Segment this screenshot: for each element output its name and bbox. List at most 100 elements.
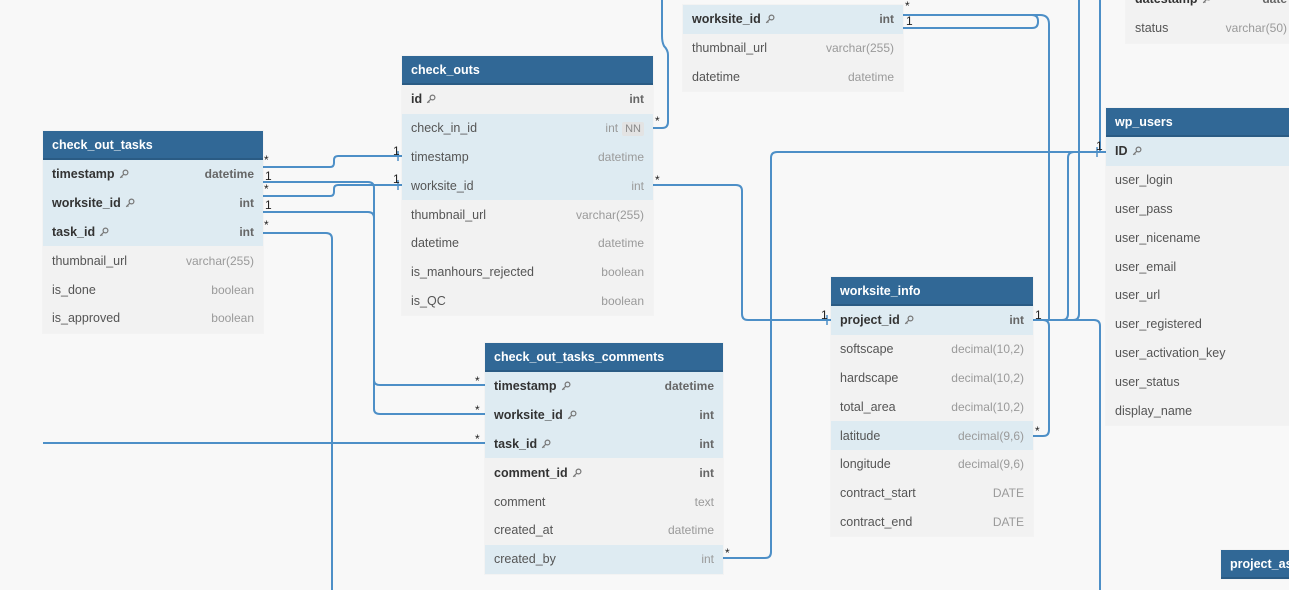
field-row[interactable]: is_manhours_rejected boolean xyxy=(402,258,653,287)
relationship-line[interactable] xyxy=(903,14,1050,320)
not-null-badge: NN xyxy=(622,121,644,136)
field-name-wrap: comment_id xyxy=(494,466,582,480)
cardinality-one: 1 xyxy=(265,169,272,183)
field-row[interactable]: timestamp datetime xyxy=(485,372,723,401)
field-name: thumbnail_url xyxy=(692,41,768,56)
relationship-line[interactable] xyxy=(723,151,1106,559)
field-row[interactable]: total_area decimal(10,2) xyxy=(831,392,1033,421)
field-type: datetime xyxy=(597,236,644,251)
field-row[interactable]: softscape decimal(10,2) xyxy=(831,335,1033,364)
table-check-out-tasks[interactable]: check_out_tasks timestamp datetime works… xyxy=(43,131,263,333)
key-icon xyxy=(1132,146,1142,156)
field-row[interactable]: user_pass xyxy=(1106,195,1289,224)
field-row[interactable]: contract_start DATE xyxy=(831,479,1033,508)
table-partial-top-right[interactable]: datestamp date status varchar(50) xyxy=(1126,0,1289,43)
field-type: int xyxy=(239,224,254,239)
field-row[interactable]: contract_end DATE xyxy=(831,508,1033,537)
field-name: comment xyxy=(494,494,546,509)
field-row[interactable]: user_url xyxy=(1106,281,1289,310)
field-row[interactable]: thumbnail_url varchar(255) xyxy=(402,200,653,229)
field-type: int xyxy=(631,178,644,193)
field-type: int xyxy=(699,465,714,480)
relationship-line[interactable] xyxy=(903,14,1039,29)
field-row[interactable]: user_registered xyxy=(1106,310,1289,339)
table-header[interactable]: check_out_tasks xyxy=(43,131,263,160)
relationship-line[interactable] xyxy=(1033,319,1050,437)
table-header[interactable]: worksite_info xyxy=(831,277,1033,306)
relationship-line[interactable] xyxy=(653,184,831,321)
field-row[interactable]: timestamp datetime xyxy=(43,160,263,189)
relationship-line[interactable] xyxy=(653,0,669,129)
table-header[interactable]: wp_users xyxy=(1106,108,1289,137)
field-name: thumbnail_url xyxy=(411,207,487,222)
field-row[interactable]: is_done boolean xyxy=(43,275,263,304)
table-wp-users[interactable]: wp_users ID user_login user_pass user_ni… xyxy=(1106,108,1289,425)
field-row[interactable]: timestamp datetime xyxy=(402,142,653,172)
table-header[interactable]: check_out_tasks_comments xyxy=(485,343,723,372)
cardinality-many: * xyxy=(655,173,660,187)
field-type: varchar(255) xyxy=(825,41,894,56)
field-row[interactable]: created_at datetime xyxy=(485,516,723,545)
field-row[interactable]: task_id int xyxy=(485,429,723,459)
field-row[interactable]: user_status xyxy=(1106,367,1289,396)
relationship-line[interactable] xyxy=(1033,151,1106,321)
field-row[interactable]: worksite_id int xyxy=(43,188,263,218)
field-row[interactable]: ID xyxy=(1106,137,1289,166)
field-name: project_id xyxy=(840,313,900,328)
field-row[interactable]: task_id int xyxy=(43,217,263,247)
key-icon xyxy=(904,315,914,325)
relationship-line[interactable] xyxy=(263,155,402,168)
field-name: softscape xyxy=(840,342,894,357)
relationship-line[interactable] xyxy=(1033,319,1101,590)
field-row[interactable]: display_name xyxy=(1106,396,1289,425)
field-row[interactable]: latitude decimal(9,6) xyxy=(831,421,1033,450)
field-name: check_in_id xyxy=(411,121,478,136)
field-row[interactable]: id int xyxy=(402,85,653,114)
relationship-line[interactable] xyxy=(263,211,485,415)
field-type: datetime xyxy=(664,379,714,394)
table-worksite-info[interactable]: worksite_info project_id int softscape d… xyxy=(831,277,1033,537)
field-row[interactable]: comment_id int xyxy=(485,458,723,487)
field-row[interactable]: is_QC boolean xyxy=(402,287,653,316)
field-type: boolean xyxy=(211,282,254,297)
table-partial-bottom-right[interactable]: project_as xyxy=(1221,550,1289,579)
field-name: status xyxy=(1135,21,1169,36)
field-name-wrap: ID xyxy=(1115,144,1142,158)
key-icon xyxy=(541,439,551,449)
field-row[interactable]: user_login xyxy=(1106,166,1289,195)
cardinality-many: * xyxy=(905,0,910,13)
field-row[interactable]: thumbnail_url varchar(255) xyxy=(43,246,263,275)
table-header[interactable]: check_outs xyxy=(402,56,653,85)
field-row[interactable]: user_activation_key xyxy=(1106,339,1289,368)
field-row[interactable]: worksite_id int xyxy=(402,171,653,201)
field-row[interactable]: comment text xyxy=(485,487,723,516)
field-row[interactable]: thumbnail_url varchar(255) xyxy=(683,34,903,63)
field-type: decimal(10,2) xyxy=(951,399,1024,414)
field-type: decimal(10,2) xyxy=(951,342,1024,357)
field-row[interactable]: datestamp date xyxy=(1126,0,1289,14)
field-row[interactable]: is_approved boolean xyxy=(43,304,263,333)
table-header[interactable]: project_as xyxy=(1221,550,1289,579)
field-row[interactable]: worksite_id int xyxy=(485,400,723,430)
relationship-line[interactable] xyxy=(1033,0,1080,321)
field-row[interactable]: datetime datetime xyxy=(683,63,903,92)
relationship-line[interactable] xyxy=(263,184,402,197)
field-row[interactable]: datetime datetime xyxy=(402,229,653,258)
field-row[interactable]: project_id int xyxy=(831,306,1033,335)
field-row[interactable]: worksite_id int xyxy=(683,5,903,34)
relationship-line[interactable] xyxy=(263,232,333,590)
field-row[interactable]: status varchar(50) xyxy=(1126,14,1289,43)
field-type: varchar(50) xyxy=(1225,21,1287,36)
field-row[interactable]: created_by int xyxy=(485,544,723,574)
field-row[interactable]: longitude decimal(9,6) xyxy=(831,450,1033,479)
field-name-wrap: task_id xyxy=(52,225,109,239)
table-check-out-tasks-comments[interactable]: check_out_tasks_comments timestamp datet… xyxy=(485,343,723,574)
field-row[interactable]: user_nicename xyxy=(1106,223,1289,252)
key-icon xyxy=(561,381,571,391)
field-row[interactable]: hardscape decimal(10,2) xyxy=(831,364,1033,393)
table-partial-top-center[interactable]: worksite_id int thumbnail_url varchar(25… xyxy=(683,5,903,92)
field-name: total_area xyxy=(840,399,896,414)
field-row[interactable]: user_email xyxy=(1106,252,1289,281)
